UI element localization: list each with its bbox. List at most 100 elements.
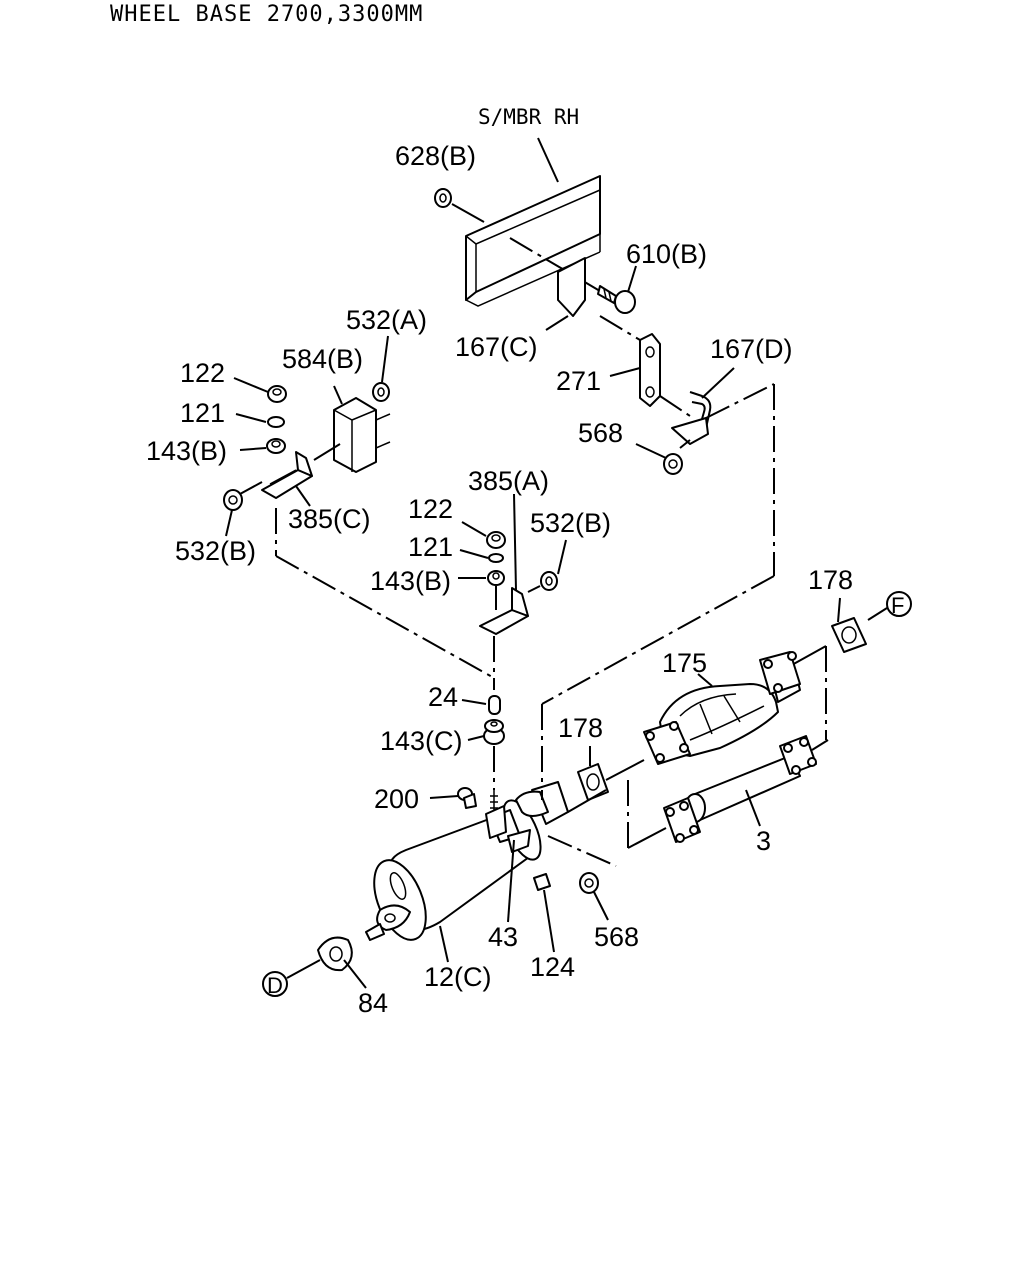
leader-167d: [701, 367, 735, 399]
nut-122-mid: [486, 531, 506, 549]
sleeve-24: [488, 695, 501, 715]
label-143b-mid: 143(B): [370, 566, 451, 596]
guide-right-conv: [789, 645, 827, 667]
label-271: 271: [556, 366, 601, 396]
gasket-84: [317, 936, 353, 972]
muffler-stud: [490, 790, 498, 812]
bushing-143b-mid: [487, 570, 505, 586]
label-628b: 628(B): [395, 141, 476, 171]
nut-122-left: [267, 385, 287, 403]
leader-532a: [381, 335, 389, 383]
reference-d-text: D: [267, 973, 283, 998]
label-167c: 167(C): [455, 332, 538, 362]
leader-385c: [295, 485, 311, 507]
diagram-title: WHEEL BASE 2700,3300MM: [110, 2, 424, 27]
catalytic-converter-175: [643, 651, 801, 765]
label-121-mid: 121: [408, 532, 453, 562]
label-122-mid: 122: [408, 494, 453, 524]
label-385c: 385(C): [288, 504, 371, 534]
hanger-path-line: [659, 395, 691, 417]
leader-532b-left: [225, 509, 233, 537]
leader-122-mid: [461, 521, 487, 537]
label-143c: 143(C): [380, 726, 463, 756]
bushing-143c: [483, 719, 505, 745]
label-568-bottom: 568: [594, 922, 639, 952]
label-532b-left: 532(B): [175, 536, 256, 566]
leader-628b: [451, 203, 485, 223]
label-610b: 610(B): [626, 239, 707, 269]
leader-143c: [467, 735, 485, 741]
nut-path-line: [679, 439, 691, 449]
leader-175: [697, 673, 713, 687]
gasket-178-right: [831, 617, 867, 653]
label-43: 43: [488, 922, 518, 952]
guide-right-pipe: [811, 739, 829, 751]
label-178-mid: 178: [558, 713, 603, 743]
label-smbr: S/MBR RH: [478, 105, 579, 129]
reference-circle-d: D: [262, 971, 288, 998]
leader-532b-mid: [557, 539, 567, 575]
label-122-left: 122: [180, 358, 225, 388]
label-178-right: 178: [808, 565, 853, 595]
reference-circle-f: F: [886, 591, 912, 618]
label-124: 124: [530, 952, 575, 982]
label-121-left: 121: [180, 398, 225, 428]
leader-568-bottom: [593, 891, 609, 921]
hanger-271: [639, 333, 661, 407]
nut-124: [533, 873, 551, 891]
leader-385a: [513, 493, 517, 591]
exhaust-pipe-3: [663, 735, 817, 843]
label-532a: 532(A): [346, 305, 427, 335]
nut-568-top: [663, 453, 683, 475]
leader-smbr: [537, 137, 559, 183]
leader-568-top: [635, 443, 667, 459]
leader-24: [461, 699, 487, 705]
nut-532b-left: [223, 489, 243, 511]
leader-84: [343, 959, 367, 989]
muffler-12c: [365, 781, 569, 941]
washer-532b-mid: [540, 571, 558, 591]
bracket-385a: [479, 585, 541, 635]
leader-178-right: [837, 597, 841, 623]
guide-175-gasket: [605, 759, 645, 781]
leader-circle-f: [867, 607, 888, 621]
label-167d: 167(D): [710, 334, 793, 364]
bracket-43: [485, 805, 507, 839]
washer-532a: [372, 382, 390, 402]
leader-43: [507, 839, 515, 923]
washer-121-mid: [488, 553, 504, 563]
leader-271: [609, 367, 641, 377]
leader-610b: [627, 265, 637, 293]
leader-143b-left: [239, 447, 267, 451]
leader-124: [543, 889, 555, 953]
label-3: 3: [756, 826, 771, 856]
nut-628b: [434, 188, 452, 208]
label-143b-left: 143(B): [146, 436, 227, 466]
label-584b: 584(B): [282, 344, 363, 374]
guide-167d-diag: [705, 383, 775, 419]
leader-3: [745, 789, 761, 827]
bolt-200: [457, 787, 477, 809]
leader-121-left: [235, 413, 267, 423]
label-568-top: 568: [578, 418, 623, 448]
bracket-167d: [671, 391, 712, 445]
label-200: 200: [374, 784, 419, 814]
bracket-167c: [557, 257, 586, 317]
hanger-584b: [333, 397, 391, 473]
leader-12c: [439, 925, 449, 963]
nut-left-path: [239, 481, 263, 495]
guide-box-bottom: [627, 827, 667, 849]
guide-flange-nut: [547, 835, 617, 867]
label-385a: 385(A): [468, 466, 549, 496]
bolt-path-line: [509, 237, 606, 295]
side-member-rail: [465, 175, 601, 307]
gasket-178-mid: [577, 763, 609, 801]
leader-121-mid: [459, 549, 489, 559]
label-175: 175: [662, 648, 707, 678]
guide-gasket-flange: [567, 789, 607, 813]
label-24: 24: [428, 682, 458, 712]
label-84: 84: [358, 988, 388, 1018]
bracket-path-line: [599, 315, 641, 341]
